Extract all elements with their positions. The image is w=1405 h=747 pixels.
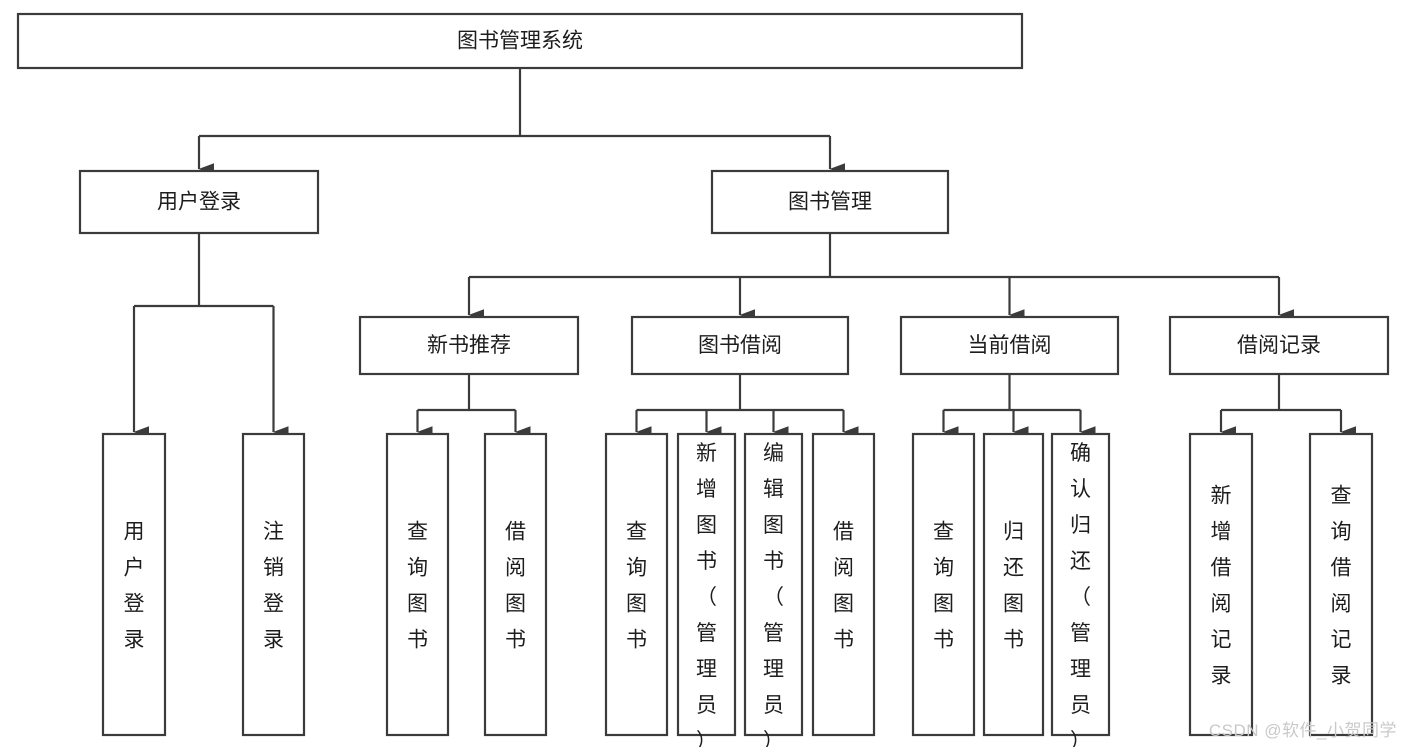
- node-leaf-confirm-return[interactable]: 确认归还（管理员）: [1050, 432, 1111, 747]
- node-leaf-user-login[interactable]: 用户登录: [101, 432, 167, 737]
- node-box-leaf-edit-book: [743, 432, 804, 737]
- node-box-leaf-query-book-2: [604, 432, 669, 737]
- node-leaf-add-record[interactable]: 新增借阅记录: [1188, 432, 1254, 737]
- node-label-leaf-add-book: 新增图书（管理员）: [696, 442, 717, 747]
- node-label-leaf-query-book-3: 查询图书: [933, 521, 954, 652]
- node-leaf-borrow-book-1[interactable]: 借阅图书: [483, 432, 548, 737]
- node-label-user-login: 用户登录: [157, 191, 241, 214]
- node-box-leaf-query-book-1: [385, 432, 450, 737]
- node-box-current-borrow: [899, 315, 1120, 376]
- node-book-manage[interactable]: 图书管理: [710, 169, 950, 235]
- node-label-current-borrow: 当前借阅: [968, 334, 1052, 357]
- node-label-new-book-rec: 新书推荐: [427, 334, 511, 357]
- node-leaf-query-record[interactable]: 查询借阅记录: [1308, 432, 1374, 737]
- node-leaf-query-book-2[interactable]: 查询图书: [604, 432, 669, 737]
- node-leaf-query-book-3[interactable]: 查询图书: [911, 432, 976, 737]
- node-box-leaf-user-login: [101, 432, 167, 737]
- node-box-root: [16, 12, 1024, 70]
- node-leaf-query-book-1[interactable]: 查询图书: [385, 432, 450, 737]
- node-label-borrow-record: 借阅记录: [1237, 334, 1321, 357]
- node-box-leaf-add-record: [1188, 432, 1254, 737]
- node-label-leaf-add-record: 新增借阅记录: [1211, 485, 1232, 688]
- node-label-leaf-query-book-2: 查询图书: [626, 521, 647, 652]
- node-leaf-borrow-book-2[interactable]: 借阅图书: [811, 432, 876, 737]
- node-leaf-user-logout[interactable]: 注销登录: [241, 432, 306, 737]
- node-label-leaf-query-book-1: 查询图书: [407, 521, 428, 652]
- node-box-borrow-record: [1168, 315, 1390, 376]
- node-box-leaf-borrow-book-2: [811, 432, 876, 737]
- node-box-user-login: [78, 169, 320, 235]
- node-label-leaf-return-book: 归还图书: [1003, 521, 1024, 652]
- connector-layer: [132, 68, 1356, 438]
- node-box-book-manage: [710, 169, 950, 235]
- node-label-leaf-borrow-book-2: 借阅图书: [833, 521, 854, 652]
- node-box-new-book-rec: [358, 315, 580, 376]
- node-borrow-record[interactable]: 借阅记录: [1168, 315, 1390, 376]
- node-leaf-add-book[interactable]: 新增图书（管理员）: [676, 432, 737, 747]
- node-root[interactable]: 图书管理系统: [16, 12, 1024, 70]
- node-label-root: 图书管理系统: [457, 30, 583, 53]
- node-leaf-edit-book[interactable]: 编辑图书（管理员）: [743, 432, 804, 747]
- node-box-book-borrow: [630, 315, 850, 376]
- node-label-book-manage: 图书管理: [788, 191, 872, 214]
- node-box-leaf-query-record: [1308, 432, 1374, 737]
- node-label-leaf-confirm-return: 确认归还（管理员）: [1070, 442, 1091, 747]
- node-label-leaf-query-record: 查询借阅记录: [1331, 485, 1352, 688]
- node-user-login[interactable]: 用户登录: [78, 169, 320, 235]
- node-box-leaf-add-book: [676, 432, 737, 737]
- node-layer: 图书管理系统用户登录图书管理新书推荐图书借阅当前借阅借阅记录用户登录注销登录查询…: [16, 12, 1390, 747]
- node-label-book-borrow: 图书借阅: [698, 334, 782, 357]
- node-box-leaf-user-logout: [241, 432, 306, 737]
- node-label-leaf-user-logout: 注销登录: [263, 521, 284, 652]
- node-label-leaf-borrow-book-1: 借阅图书: [505, 521, 526, 652]
- node-book-borrow[interactable]: 图书借阅: [630, 315, 850, 376]
- node-leaf-return-book[interactable]: 归还图书: [982, 432, 1045, 737]
- node-box-leaf-return-book: [982, 432, 1045, 737]
- node-box-leaf-query-book-3: [911, 432, 976, 737]
- node-current-borrow[interactable]: 当前借阅: [899, 315, 1120, 376]
- node-label-leaf-edit-book: 编辑图书（管理员）: [763, 442, 784, 747]
- node-label-leaf-user-login: 用户登录: [124, 521, 145, 652]
- node-new-book-rec[interactable]: 新书推荐: [358, 315, 580, 376]
- node-box-leaf-borrow-book-1: [483, 432, 548, 737]
- node-box-leaf-confirm-return: [1050, 432, 1111, 737]
